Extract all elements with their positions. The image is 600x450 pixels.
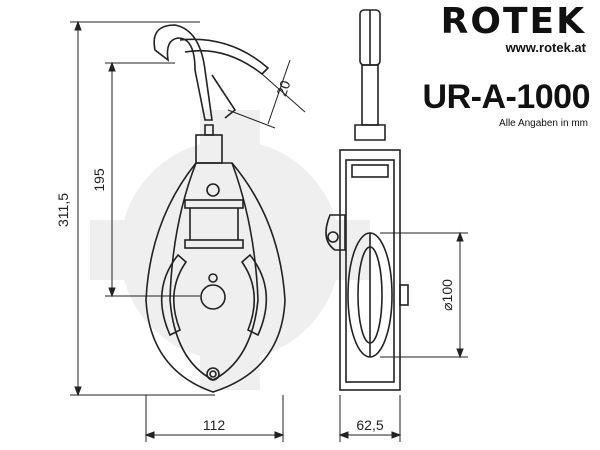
brand-url: www.rotek.at [505,40,586,55]
dim-body-height: 195 [91,168,107,192]
side-view [325,9,409,391]
gear-watermark [90,110,370,390]
brand-block: ROTEK www.rotek.at [440,1,586,56]
cheek-plate [145,162,286,393]
dim-hook-opening: 20 [273,78,293,98]
front-view [145,24,286,393]
units-note: Alle Angaben in mm [499,118,588,129]
dim-depth: 62,5 [356,417,383,433]
brand-logo: ROTEK [440,1,586,42]
dim-total-height: 311,5 [55,193,71,227]
hook [153,24,213,121]
dim-sheave-diameter: ⌀100 [439,279,455,311]
dimension-lines [70,20,468,442]
dim-width: 112 [203,417,226,433]
product-model: UR-A-1000 [422,78,591,116]
